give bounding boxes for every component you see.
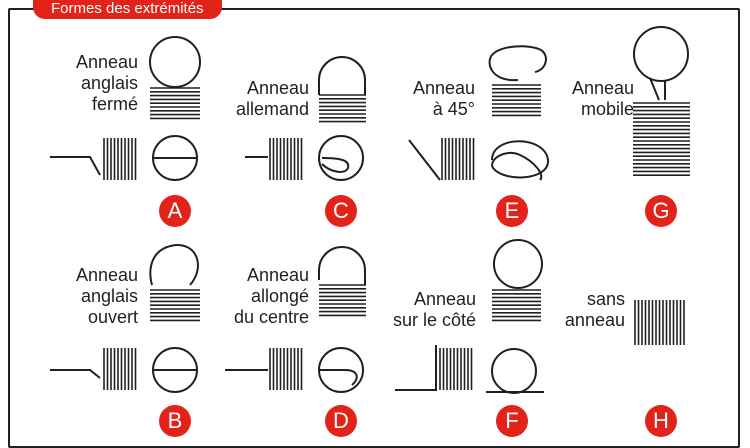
side-coils-c bbox=[269, 138, 303, 180]
side-coils-a bbox=[103, 138, 137, 180]
badge-g: G bbox=[645, 195, 677, 227]
label-d: Anneau allongé du centre bbox=[233, 265, 309, 327]
label-e: Anneau à 45° bbox=[412, 78, 475, 119]
coil-stack-g bbox=[633, 102, 690, 176]
label-f: Anneau sur le côté bbox=[392, 289, 476, 330]
coil-stack-e bbox=[492, 84, 541, 117]
badge-h: H bbox=[645, 405, 677, 437]
coil-stack-c bbox=[319, 94, 366, 123]
side-coils-b bbox=[103, 348, 137, 390]
badge-b: B bbox=[159, 405, 191, 437]
side-coils-e bbox=[441, 138, 475, 180]
coil-stack-a bbox=[150, 87, 200, 120]
spring-end-g bbox=[633, 26, 690, 176]
side-coils-d bbox=[269, 348, 303, 390]
spring-end-c bbox=[245, 56, 366, 181]
side-coils-f bbox=[439, 348, 473, 390]
spring-end-b bbox=[50, 243, 200, 393]
spring-end-e bbox=[408, 45, 550, 181]
coil-stack-b bbox=[150, 289, 200, 322]
title-banner: Formes des extrémités bbox=[33, 0, 222, 19]
label-a: Anneau anglais fermé bbox=[75, 52, 138, 114]
coil-stack-f bbox=[492, 289, 541, 322]
label-b: Anneau anglais ouvert bbox=[75, 265, 138, 327]
badge-f: F bbox=[496, 405, 528, 437]
badge-e: E bbox=[496, 195, 528, 227]
label-h: sans anneau bbox=[564, 289, 625, 330]
label-g: Anneau mobile bbox=[571, 78, 634, 119]
spring-end-f bbox=[395, 239, 544, 394]
badge-a: A bbox=[159, 195, 191, 227]
label-c: Anneau allemand bbox=[235, 78, 309, 119]
coil-stack-d bbox=[319, 284, 366, 317]
spring-end-d bbox=[225, 246, 366, 393]
badge-d: D bbox=[325, 405, 357, 437]
spring-end-a bbox=[50, 36, 201, 181]
badge-c: C bbox=[325, 195, 357, 227]
spring-end-h bbox=[634, 300, 685, 345]
